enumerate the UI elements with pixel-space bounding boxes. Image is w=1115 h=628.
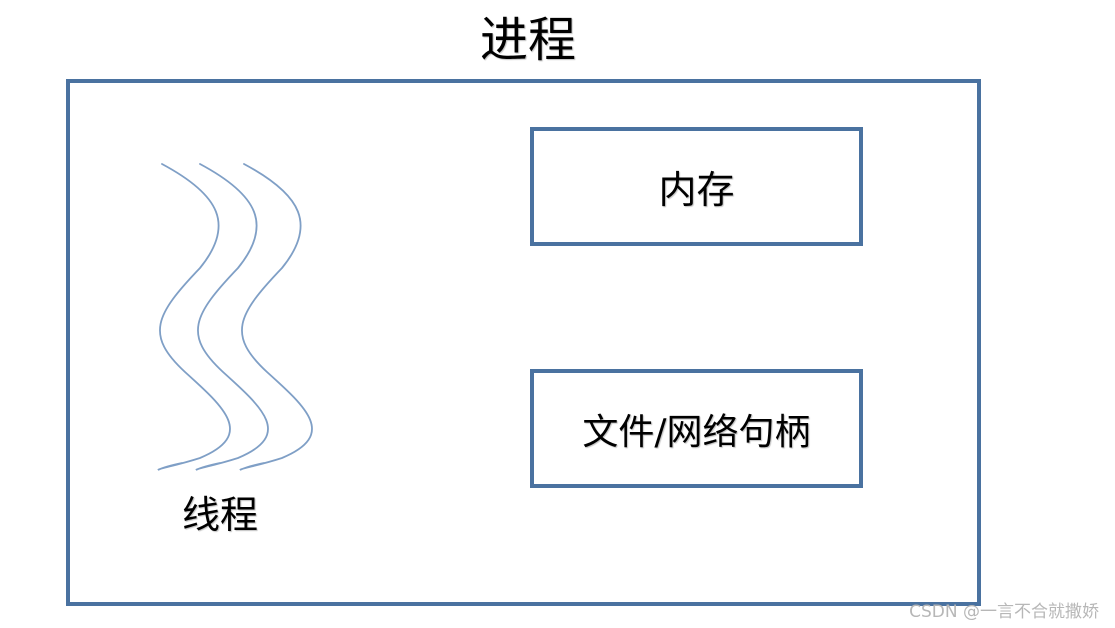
thread-line-2	[195, 163, 269, 471]
process-title: 进程	[479, 12, 576, 68]
thread-label: 线程	[182, 493, 259, 537]
process-container	[66, 79, 981, 606]
memory-label: 内存	[658, 168, 735, 212]
memory-box: 内存	[530, 127, 863, 246]
file-network-handles-box: 文件/网络句柄	[530, 369, 863, 488]
handles-label: 文件/网络句柄	[582, 411, 811, 453]
thread-line-3	[239, 163, 313, 471]
thread-lines-icon	[157, 163, 313, 471]
thread-line-1	[157, 163, 231, 471]
watermark: CSDN @一言不合就撒娇	[909, 602, 1099, 622]
